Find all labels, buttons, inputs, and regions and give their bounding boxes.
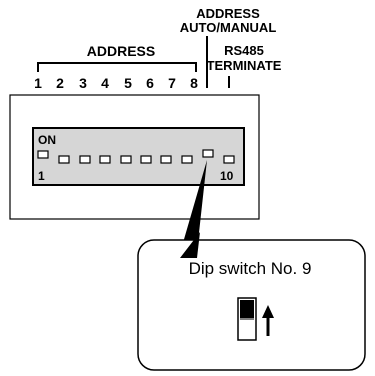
switch-row bbox=[37, 149, 235, 164]
dip-switch-10 bbox=[223, 155, 235, 164]
dip-switch-3 bbox=[79, 155, 91, 164]
callout-pointer-join bbox=[180, 232, 200, 258]
switch-number-row: 1 2 3 4 5 6 7 8 bbox=[34, 75, 198, 91]
rs485-label-line1: RS485 bbox=[224, 43, 264, 58]
switch-number: 4 bbox=[101, 75, 109, 91]
dip-switch-1 bbox=[37, 150, 49, 159]
address-label: ADDRESS bbox=[87, 43, 155, 59]
enlarged-switch-lever bbox=[240, 300, 254, 318]
up-arrow-icon bbox=[262, 305, 274, 336]
callout-title: Dip switch No. 9 bbox=[189, 259, 312, 278]
dip-switch-5 bbox=[120, 155, 132, 164]
callout-pointer bbox=[178, 160, 207, 260]
switch-number: 3 bbox=[79, 75, 87, 91]
switch-number: 2 bbox=[56, 75, 64, 91]
switch-number: 8 bbox=[190, 75, 198, 91]
switch-number: 5 bbox=[124, 75, 132, 91]
address-bracket bbox=[37, 62, 197, 72]
dip-switch-6 bbox=[140, 155, 152, 164]
rs485-label-line2: TERMINATE bbox=[207, 58, 282, 73]
dip-switch-4 bbox=[99, 155, 111, 164]
address-auto-label-line2: AUTO/MANUAL bbox=[180, 20, 277, 35]
dip-switch-9 bbox=[202, 149, 214, 158]
switch-number: 7 bbox=[168, 75, 176, 91]
position-1-label: 1 bbox=[38, 169, 45, 183]
switch-number: 1 bbox=[34, 75, 42, 91]
dip-switch-8 bbox=[181, 155, 193, 164]
on-label: ON bbox=[38, 133, 56, 147]
dip-switch-2 bbox=[58, 155, 70, 164]
address-auto-label-line1: ADDRESS bbox=[196, 6, 260, 21]
dip-switch-7 bbox=[160, 155, 172, 164]
switch-number: 6 bbox=[146, 75, 154, 91]
position-10-label: 10 bbox=[220, 169, 234, 183]
